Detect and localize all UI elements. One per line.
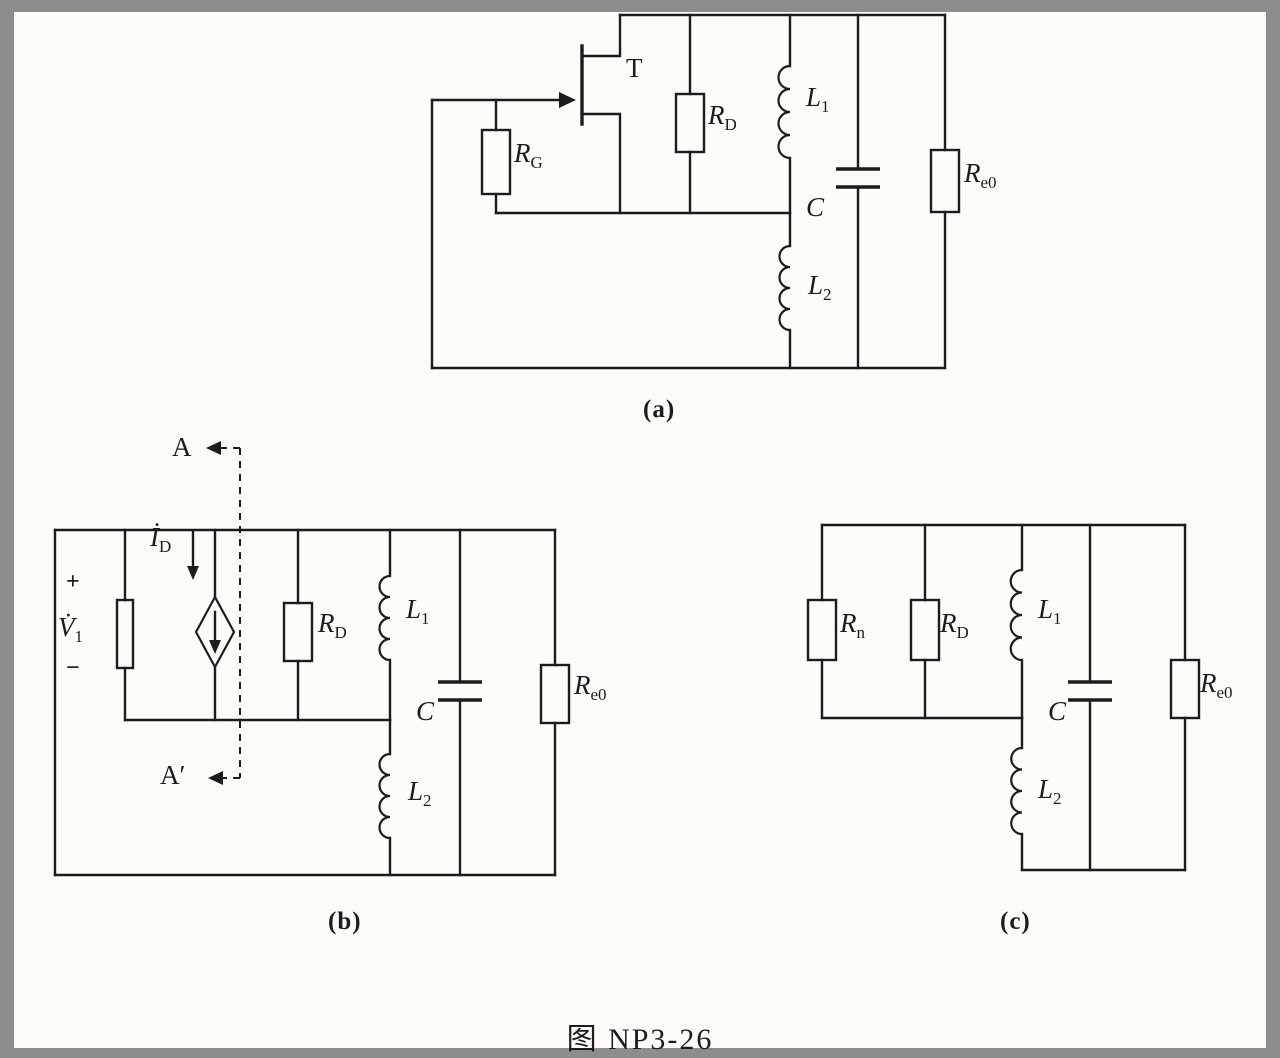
c-a-label: C bbox=[806, 192, 825, 222]
re0-a-label: Re0 bbox=[964, 158, 997, 192]
c-c-label: C bbox=[1048, 696, 1067, 726]
rg-label: RG bbox=[514, 138, 543, 172]
l2-c-label: L2 bbox=[1038, 774, 1062, 808]
current-source-arrow-icon bbox=[209, 640, 221, 654]
l1-a-label: L1 bbox=[806, 82, 830, 116]
minus-sign: − bbox=[66, 655, 80, 681]
circuit-a bbox=[430, 13, 961, 370]
c-b-label: C bbox=[416, 696, 435, 726]
l1-c-label: L1 bbox=[1038, 594, 1062, 628]
resistor-re0-c bbox=[1169, 658, 1201, 720]
cut-line-bottom-arrow-icon bbox=[208, 771, 223, 785]
circuit-c bbox=[806, 523, 1201, 872]
inductor-l2-c bbox=[1010, 746, 1023, 836]
inductor-l2-b bbox=[378, 752, 391, 840]
transistor-source-lead bbox=[580, 112, 622, 215]
node-a-prime-label: A′ bbox=[160, 760, 186, 790]
re0-b-label: Re0 bbox=[574, 670, 607, 704]
v1-source-label: V̇1 bbox=[58, 612, 83, 646]
gate-arrow-icon bbox=[559, 92, 576, 108]
caption-b: (b) bbox=[328, 908, 362, 935]
node-a-label: A bbox=[172, 432, 192, 462]
resistor-re0-b bbox=[539, 663, 571, 725]
circuit-b bbox=[53, 441, 571, 877]
l2-b-label: L2 bbox=[408, 776, 432, 810]
inductor-l1-b bbox=[378, 574, 391, 662]
rd-b-label: RD bbox=[318, 608, 347, 642]
rd-a-label: RD bbox=[708, 100, 737, 134]
resistor-rd-b bbox=[282, 601, 314, 663]
caption-c: (c) bbox=[1000, 908, 1031, 935]
resistor-rd-c bbox=[909, 598, 941, 662]
resistor-re0-a bbox=[929, 148, 961, 214]
transistor-t-label: T bbox=[626, 53, 643, 83]
transistor-drain-lead bbox=[580, 13, 622, 58]
l2-a-label: L2 bbox=[808, 270, 832, 304]
figure-caption: 图 NP3-26 bbox=[566, 1023, 714, 1056]
voltage-source-box bbox=[115, 598, 135, 670]
rn-label: Rn bbox=[840, 608, 865, 642]
rd-c-label: RD bbox=[940, 608, 969, 642]
id-current-label: İD bbox=[150, 522, 172, 556]
cut-line-top-arrow-icon bbox=[206, 441, 221, 455]
resistor-rn bbox=[806, 598, 838, 662]
resistor-rd-a bbox=[674, 92, 706, 154]
inductor-l1-c bbox=[1009, 568, 1023, 662]
id-arrow-icon bbox=[187, 566, 199, 580]
l1-b-label: L1 bbox=[406, 594, 430, 628]
inductor-l2-a bbox=[778, 244, 791, 332]
plus-sign: + bbox=[66, 569, 80, 595]
caption-a: (a) bbox=[643, 396, 676, 423]
inductor-l1-a bbox=[777, 64, 791, 160]
resistor-rg bbox=[480, 128, 512, 196]
re0-c-label: Re0 bbox=[1200, 668, 1233, 702]
